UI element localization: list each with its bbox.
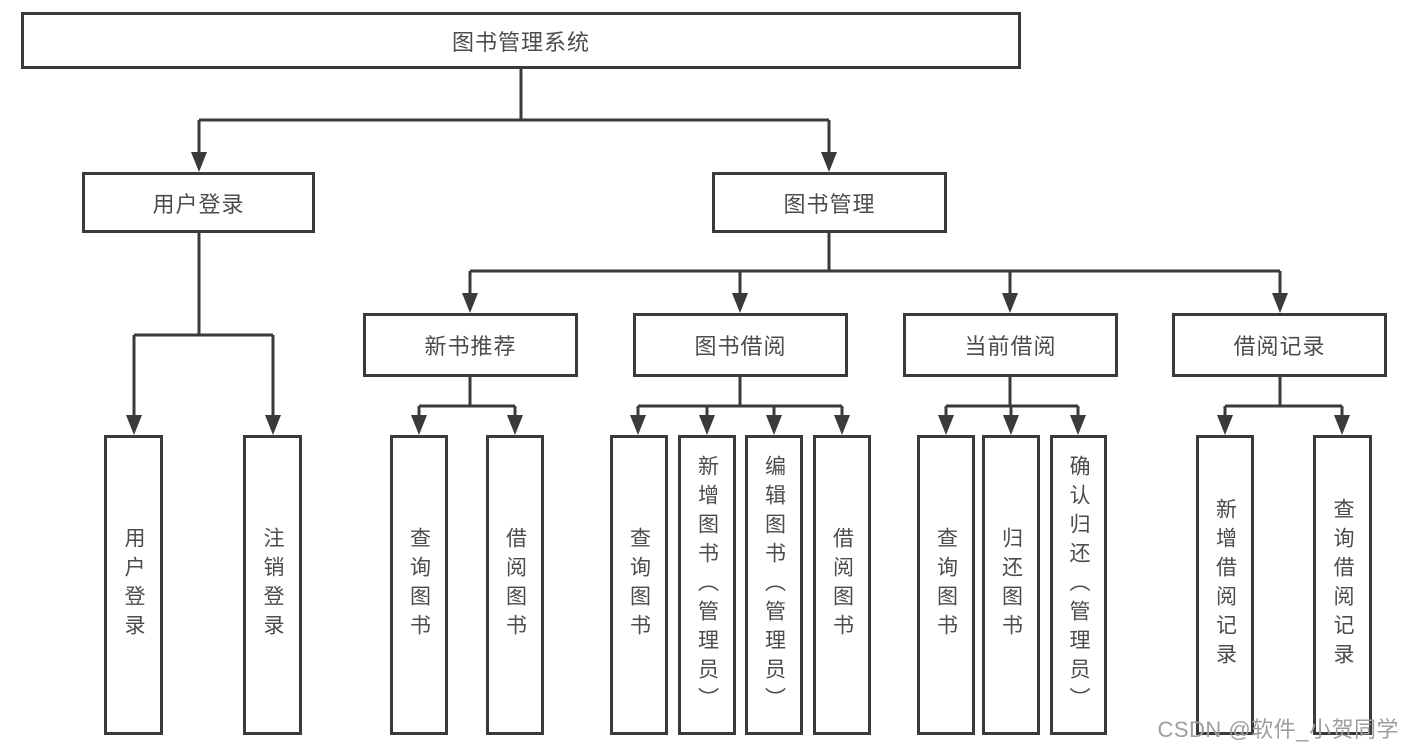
leaf-current-query-books-label: 查询图书 (934, 527, 958, 643)
node-user-login: 用户登录 (82, 172, 315, 233)
node-borrowing-records-label: 借阅记录 (1233, 334, 1326, 359)
leaf-records-add-record-label: 新增借阅记录 (1213, 498, 1237, 672)
leaf-newbooks-query-books-label: 查询图书 (407, 527, 431, 643)
leaf-records-query-record: 查询借阅记录 (1313, 435, 1372, 735)
csdn-watermark: CSDN @软件_小贺同学 (1157, 717, 1399, 742)
node-root-system: 图书管理系统 (21, 12, 1021, 69)
leaf-borrowing-borrow-books-label: 借阅图书 (830, 527, 854, 643)
node-book-borrowing: 图书借阅 (633, 313, 848, 377)
node-current-borrowing: 当前借阅 (903, 313, 1118, 377)
node-new-book-recommend: 新书推荐 (363, 313, 578, 377)
leaf-current-query-books: 查询图书 (917, 435, 975, 735)
leaf-newbooks-borrow-books: 借阅图书 (486, 435, 544, 735)
leaf-user-login-label: 用户登录 (122, 527, 145, 643)
leaf-current-return-books: 归还图书 (982, 435, 1040, 735)
leaf-borrowing-borrow-books: 借阅图书 (813, 435, 871, 735)
leaf-records-add-record: 新增借阅记录 (1196, 435, 1254, 735)
node-book-borrowing-label: 图书借阅 (694, 334, 787, 359)
leaf-newbooks-query-books: 查询图书 (390, 435, 448, 735)
node-root-label: 图书管理系统 (451, 29, 590, 55)
leaf-borrowing-query-books-label: 查询图书 (627, 527, 651, 643)
leaf-current-confirm-return-admin: 确认归还（管理员） (1050, 435, 1107, 735)
leaf-borrowing-query-books: 查询图书 (610, 435, 668, 735)
leaf-records-query-record-label: 查询借阅记录 (1331, 498, 1354, 672)
node-book-management-label: 图书管理 (783, 191, 876, 217)
leaf-current-confirm-return-admin-label: 确认归还（管理员） (1067, 454, 1090, 716)
leaf-borrowing-add-books-admin-label: 新增图书（管理员） (695, 454, 719, 716)
leaf-borrowing-add-books-admin: 新增图书（管理员） (678, 435, 736, 735)
node-borrowing-records: 借阅记录 (1172, 313, 1387, 377)
leaf-logout: 注销登录 (243, 435, 302, 735)
node-new-book-recommend-label: 新书推荐 (424, 334, 517, 359)
leaf-current-return-books-label: 归还图书 (999, 527, 1023, 643)
leaf-newbooks-borrow-books-label: 借阅图书 (503, 527, 527, 643)
leaf-logout-label: 注销登录 (261, 527, 284, 643)
node-book-management: 图书管理 (712, 172, 947, 233)
leaf-user-login: 用户登录 (104, 435, 163, 735)
leaf-borrowing-edit-books-admin-label: 编辑图书（管理员） (762, 454, 786, 716)
node-user-login-label: 用户登录 (152, 191, 245, 217)
leaf-borrowing-edit-books-admin: 编辑图书（管理员） (745, 435, 803, 735)
node-current-borrowing-label: 当前借阅 (964, 334, 1057, 359)
arrowheads (126, 152, 1350, 435)
